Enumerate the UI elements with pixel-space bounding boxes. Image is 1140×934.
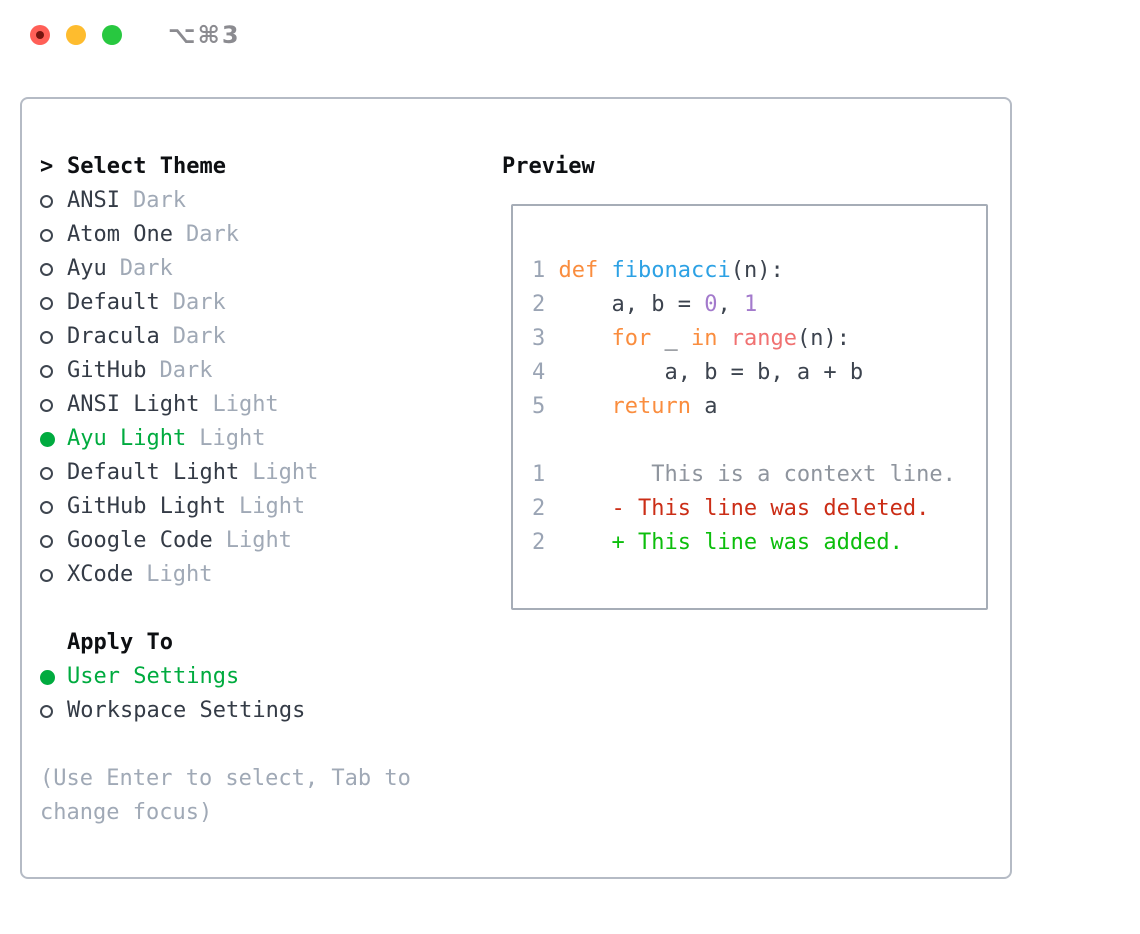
apply-option-user-settings[interactable]: User Settings — [40, 660, 502, 694]
gap — [40, 728, 502, 762]
theme-item[interactable]: Ayu Light Light — [40, 422, 502, 456]
theme-variant-label: Light — [199, 426, 266, 451]
radio-unselected-icon — [40, 534, 67, 548]
code-line: 4 a, b = b, a + b — [532, 360, 864, 385]
code-line: 1 def fibonacci(n): — [532, 258, 784, 283]
keyboard-shortcut-label: ⌥⌘3 — [168, 21, 241, 49]
theme-item[interactable]: Atom One Dark — [40, 218, 502, 252]
code-line: 3 for _ in range(n): — [532, 326, 850, 351]
keyboard-hint-text: (Use Enter to select, Tab to change focu… — [40, 766, 411, 825]
radio-unselected-icon — [40, 194, 67, 208]
apply-option-label: Workspace Settings — [67, 698, 306, 723]
radio-unselected-icon — [40, 568, 67, 582]
theme-name: GitHub Light — [67, 494, 226, 519]
theme-variant-label: Light — [252, 460, 319, 485]
theme-name: Atom One — [67, 222, 173, 247]
theme-variant-label: Dark — [172, 324, 226, 349]
zoom-button[interactable] — [102, 25, 122, 45]
radio-unselected-icon — [40, 500, 67, 514]
theme-name: Default Light — [67, 460, 240, 485]
code-line: 2 a, b = 0, 1 — [532, 292, 758, 317]
minimize-button[interactable] — [66, 25, 86, 45]
radio-unselected-icon — [40, 364, 67, 378]
theme-name: GitHub — [67, 358, 147, 383]
theme-variant-label: Dark — [119, 256, 173, 281]
radio-selected-icon — [40, 669, 67, 685]
code-line — [532, 424, 986, 458]
code-line: 5 return a — [532, 394, 718, 419]
radio-unselected-icon — [40, 296, 67, 310]
apply-option-workspace-settings[interactable]: Workspace Settings — [40, 694, 502, 728]
theme-item[interactable]: Default Dark — [40, 286, 502, 320]
theme-variant-label: Light — [146, 562, 213, 587]
gap — [40, 592, 502, 626]
theme-variant-label: Dark — [132, 188, 186, 213]
radio-unselected-icon — [40, 466, 67, 480]
theme-name: XCode — [67, 562, 134, 587]
theme-item[interactable]: Google Code Light — [40, 524, 502, 558]
close-button[interactable] — [30, 25, 50, 45]
theme-name: Google Code — [67, 528, 213, 553]
radio-unselected-icon — [40, 704, 67, 718]
preview-column: Preview 1 def fibonacci(n): 2 a, b = 0, 1… — [502, 150, 1010, 877]
theme-item[interactable]: Ayu Dark — [40, 252, 502, 286]
radio-unselected-icon — [40, 262, 67, 276]
theme-item[interactable]: Default Light Light — [40, 456, 502, 490]
theme-variant-label: Light — [212, 392, 279, 417]
theme-variant-label: Light — [238, 494, 306, 519]
radio-unselected-icon — [40, 398, 67, 412]
theme-variant-label: Light — [225, 528, 292, 553]
theme-item[interactable]: ANSI Light Light — [40, 388, 502, 422]
theme-name: Dracula — [67, 324, 160, 349]
prompt-caret-icon: > — [40, 154, 54, 179]
theme-name: ANSI Light — [67, 392, 200, 417]
theme-variant-label: Dark — [185, 222, 239, 247]
theme-item[interactable]: GitHub Dark — [40, 354, 502, 388]
apply-to-header: Apply To — [40, 626, 502, 660]
apply-option-label: User Settings — [67, 664, 240, 689]
radio-unselected-icon — [40, 228, 67, 242]
code-line: 1 This is a context line. — [532, 462, 956, 487]
theme-item[interactable]: ANSI Dark — [40, 184, 502, 218]
radio-unselected-icon — [40, 330, 67, 344]
select-theme-header: > Select Theme — [40, 150, 502, 184]
code-line: 2 + This line was added. — [532, 530, 903, 555]
radio-selected-icon — [40, 431, 67, 447]
theme-item[interactable]: XCode Light — [40, 558, 502, 592]
code-line: 2 - This line was deleted. — [532, 496, 930, 521]
apply-to-title: Apply To — [67, 630, 173, 655]
theme-name: Ayu Light — [67, 426, 187, 451]
theme-name: Ayu — [67, 256, 107, 281]
theme-item[interactable]: GitHub Light Light — [40, 490, 502, 524]
theme-item[interactable]: Dracula Dark — [40, 320, 502, 354]
titlebar: ⌥⌘3 — [0, 0, 1140, 70]
theme-name: ANSI — [67, 188, 120, 213]
select-theme-title: Select Theme — [67, 154, 226, 179]
preview-code-box: 1 def fibonacci(n): 2 a, b = 0, 1 3 for _ … — [511, 204, 988, 610]
theme-name: Default — [67, 290, 160, 315]
theme-variant-label: Dark — [159, 358, 213, 383]
theme-variant-label: Dark — [172, 290, 226, 315]
preview-title: Preview — [502, 154, 595, 179]
